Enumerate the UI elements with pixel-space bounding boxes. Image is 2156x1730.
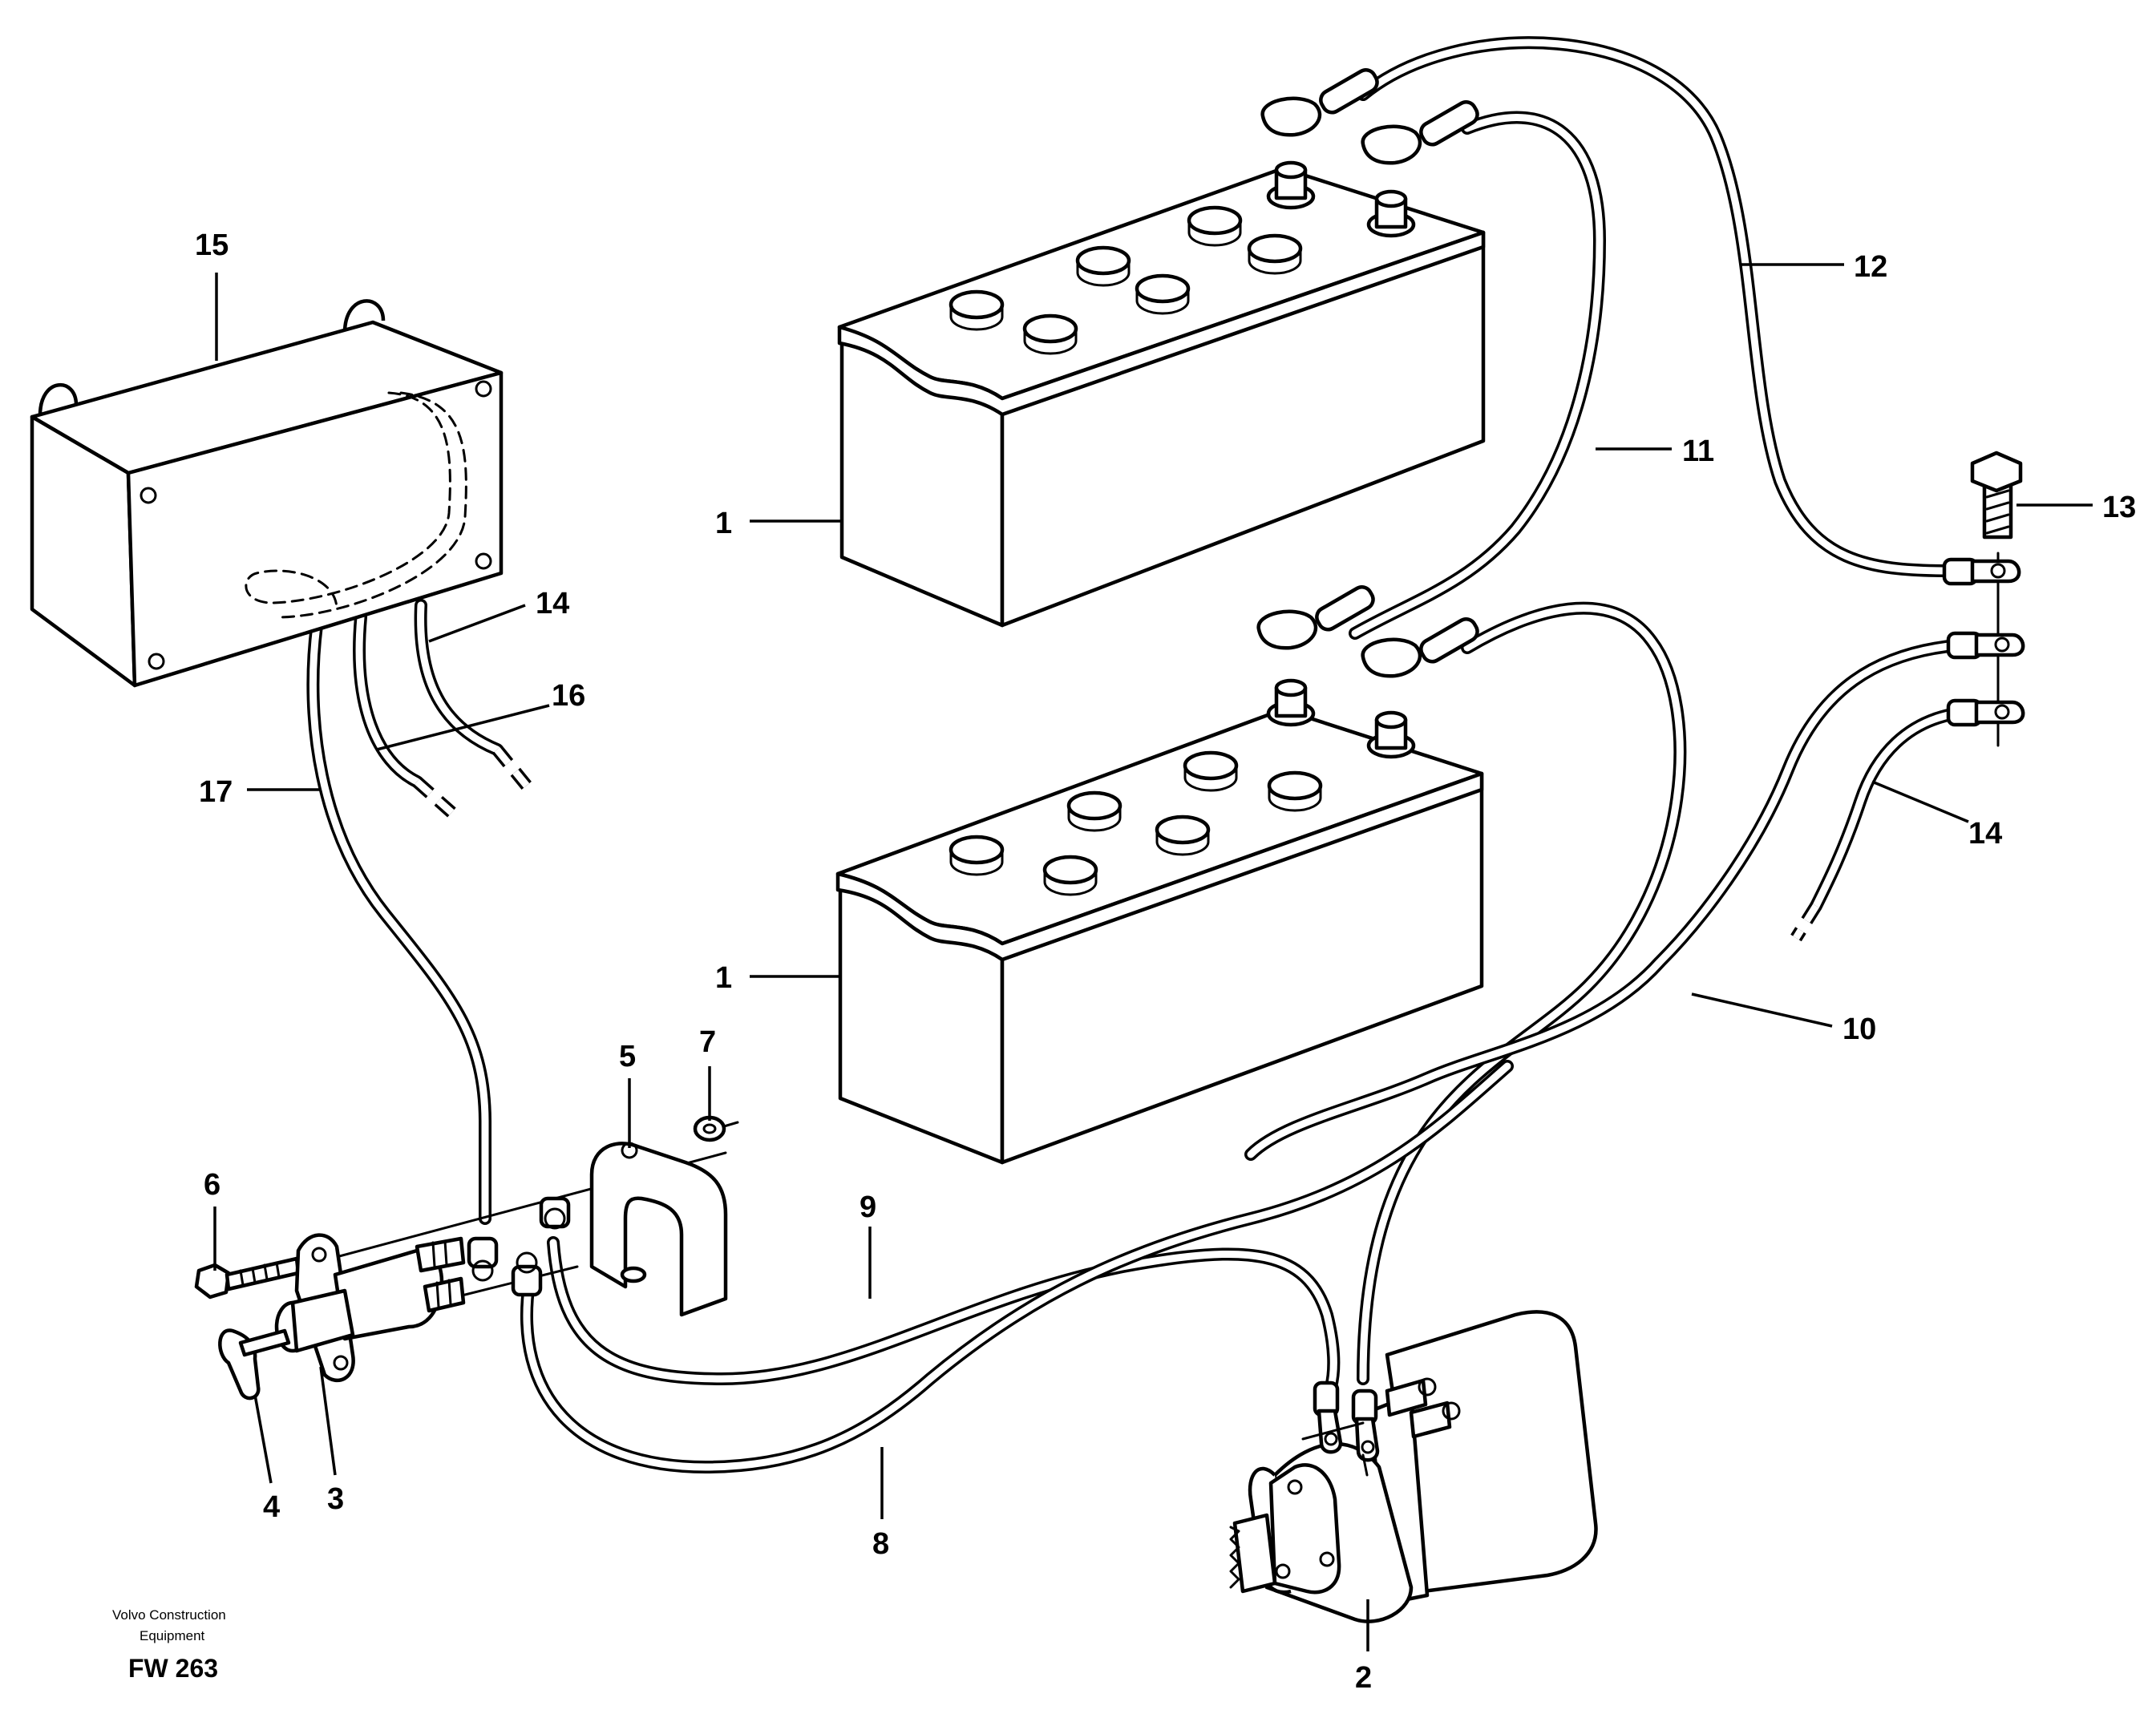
callout-4: 4: [263, 1490, 280, 1524]
callout-17: 17: [199, 775, 233, 809]
cable-16: [353, 611, 458, 819]
cable-9: [547, 1236, 1341, 1393]
battery-lower-terminals: [1256, 585, 1479, 759]
key-4: [218, 1328, 291, 1401]
callout-5: 5: [619, 1040, 636, 1073]
callout-15: 15: [195, 228, 229, 262]
starter-lugs: [1301, 1380, 1380, 1477]
box-mounting-tab-right: [342, 299, 386, 333]
nut-7: [693, 1115, 739, 1142]
callout-14-left: 14: [536, 587, 569, 620]
battery-upper: [837, 68, 1486, 628]
callout-labels: 1 1 2 3 4 5 6 7 8 9 10 11 12 13 14 14 15…: [195, 228, 2136, 1695]
ground-cable-lugs: [1942, 557, 2025, 727]
company-name-line1: Volvo Construction: [112, 1607, 226, 1623]
switch-terminals: [467, 1196, 571, 1297]
company-name-line2: Equipment: [140, 1628, 205, 1643]
callout-1-upper: 1: [715, 507, 732, 540]
callout-6: 6: [204, 1168, 220, 1202]
cables: [306, 36, 1963, 1473]
cable-17: [306, 619, 491, 1225]
callout-12: 12: [1854, 250, 1887, 284]
cable-14-right-short: [1790, 707, 1963, 942]
starter-solenoid-terminals: [1385, 1377, 1461, 1439]
callout-13: 13: [2102, 491, 2136, 524]
callout-1-lower: 1: [715, 961, 732, 995]
leader-lines: [213, 263, 2093, 1651]
bracket-5: [589, 1142, 728, 1317]
battery-upper-caps: [949, 205, 1303, 355]
bolt-6: [194, 1256, 301, 1300]
cable-11: [1349, 111, 1606, 640]
battery-lower-caps: [949, 750, 1323, 896]
starter-motor: [1229, 1310, 1598, 1623]
callout-11: 11: [1682, 435, 1714, 468]
callout-10: 10: [1843, 1013, 1876, 1046]
callout-7: 7: [699, 1025, 716, 1059]
electrical-box: [30, 299, 504, 688]
callout-9: 9: [860, 1190, 876, 1224]
cable-12: [1357, 36, 1955, 577]
cable-8: [520, 1060, 1514, 1473]
callout-2: 2: [1355, 1661, 1372, 1695]
box-mounting-tab-left: [38, 383, 79, 416]
callout-3: 3: [327, 1482, 344, 1516]
cable-14-left: [414, 599, 539, 798]
figure-code: FW 263: [128, 1654, 218, 1683]
footer: Volvo Construction Equipment FW 263: [112, 1607, 226, 1683]
ground-bolt: [1970, 451, 2023, 747]
battery-lower: [835, 585, 1484, 1165]
callout-14-right: 14: [1968, 817, 2002, 851]
battery-upper-terminals: [1260, 68, 1479, 238]
callout-8: 8: [872, 1527, 889, 1561]
main-switch-3: [274, 1233, 466, 1383]
callout-16: 16: [552, 679, 585, 713]
cable-14-right: [1244, 639, 1963, 1161]
